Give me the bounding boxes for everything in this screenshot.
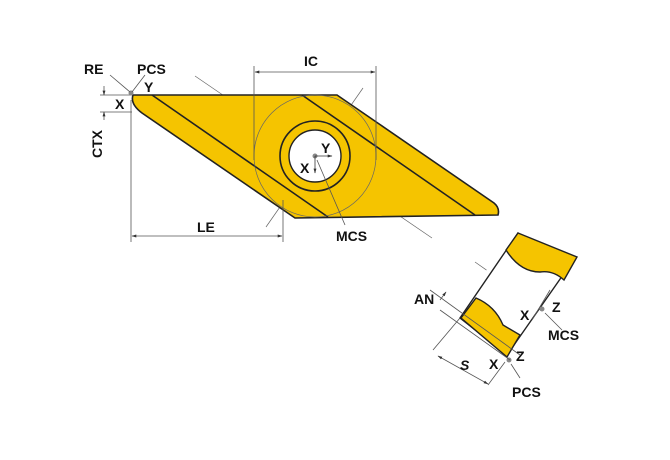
an-label: AN: [414, 291, 434, 307]
an-dimension: [439, 291, 447, 301]
mcs-label: MCS: [336, 228, 367, 244]
chipbreaker-line: [301, 94, 476, 216]
side-bottom-face: [460, 297, 521, 359]
le-label: LE: [197, 219, 215, 235]
side-mcs-point: [539, 306, 545, 312]
ic-label: IC: [304, 53, 318, 69]
s-extension-line: [487, 361, 506, 386]
mcs-x-label: X: [300, 160, 310, 176]
pcs-y-label: Y: [144, 79, 154, 95]
pcs-x-label: X: [115, 96, 125, 112]
pcs-label: PCS: [137, 61, 166, 77]
mcs-z-label: Z: [552, 299, 561, 315]
mcs-x-label: X: [520, 307, 530, 323]
mcs-leader: [316, 159, 346, 226]
an-reference-line: [439, 309, 511, 361]
s-extension-line: [432, 317, 461, 351]
top-view: Y X MCS IC LE CTX RE PCS Y X: [84, 53, 500, 244]
pcs-leader: [510, 363, 521, 379]
mcs-leader: [544, 312, 563, 331]
pcs-label: PCS: [512, 384, 541, 400]
side-view: AN S X Z MCS X Z PCS: [414, 231, 579, 400]
re-leader: [109, 74, 131, 93]
pcs-z-label: Z: [516, 348, 525, 364]
mcs-label: MCS: [548, 327, 579, 343]
mcs-axis-line: [531, 289, 551, 321]
chipbreaker-line: [151, 94, 329, 218]
side-top-face: [505, 232, 579, 282]
pcs-leader: [131, 74, 146, 93]
ctx-label: CTX: [89, 129, 105, 158]
re-label: RE: [84, 61, 103, 77]
an-reference-line: [429, 289, 521, 356]
s-label: S: [460, 357, 470, 373]
pcs-x-label: X: [489, 356, 499, 372]
s-dimension: [437, 355, 489, 385]
mcs-y-label: Y: [321, 140, 331, 156]
